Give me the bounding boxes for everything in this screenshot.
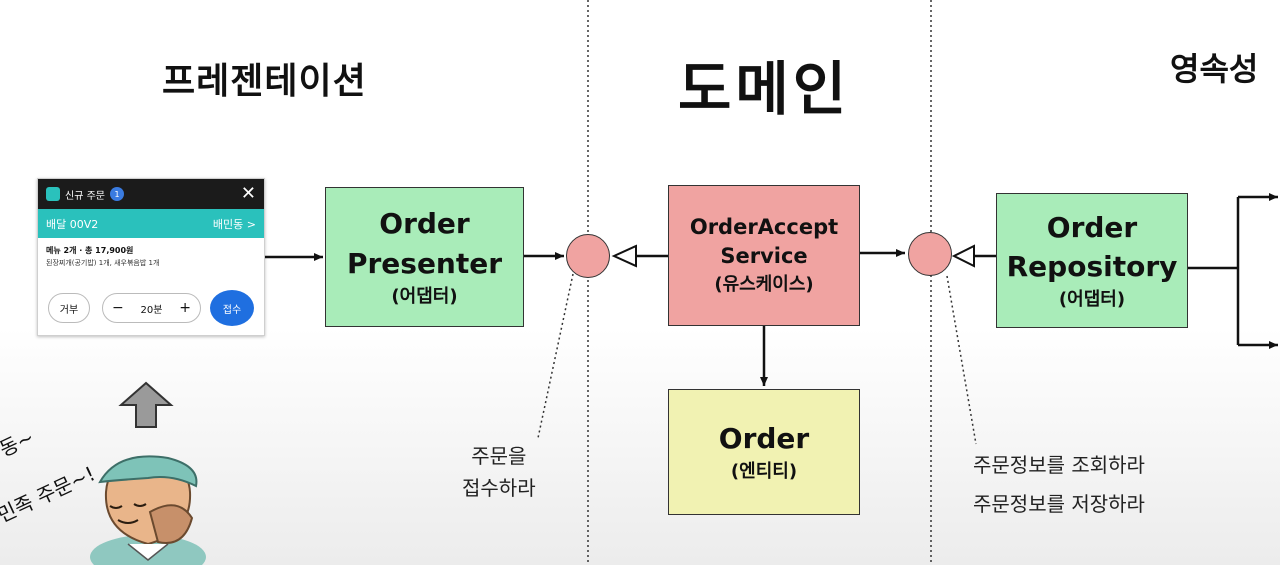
order-presenter-box: Order Presenter (어댑터): [325, 187, 524, 327]
accept-button[interactable]: 접수: [210, 290, 254, 326]
cook-time-stepper[interactable]: − 20분 +: [102, 293, 201, 323]
cook-time-value: 20분: [140, 304, 163, 316]
minus-button[interactable]: −: [112, 300, 124, 316]
repository-line1: Order: [1046, 210, 1138, 244]
new-order-card: 신규 주문 1 ✕ 배달 00V2 배민동 > 메뉴 2개 · 총 17,900…: [37, 178, 265, 336]
note-persist-line2: 주문정보를 저장하라: [973, 492, 1145, 516]
repository-role: (어댑터): [1058, 289, 1126, 311]
up-arrow-icon: [118, 381, 174, 428]
note-persist-order: 주문정보를 조회하라 주문정보를 저장하라: [973, 446, 1145, 524]
service-line2: Service: [720, 244, 808, 268]
entity-role: (엔티티): [730, 461, 798, 483]
app-link[interactable]: 배민동 >: [212, 217, 256, 231]
callout-line-persist: [946, 275, 977, 445]
input-port-circle: [566, 234, 610, 278]
note-accept-order: 주문을 접수하라: [462, 440, 536, 504]
callout-line-accept: [537, 273, 574, 439]
app-logo-icon: [46, 187, 60, 201]
entity-line1: Order: [718, 421, 810, 455]
service-line1: OrderAccept: [689, 214, 839, 239]
presentation-layer-title: 프레젠테이션: [162, 61, 367, 102]
persistence-layer-title: 영속성: [1170, 50, 1259, 88]
repository-line2: Repository: [1006, 250, 1178, 283]
order-count-badge: 1: [109, 187, 124, 201]
hollow-arrow-output-port: [951, 244, 975, 268]
output-port-circle: [908, 232, 952, 276]
presenter-line1: Order: [379, 207, 470, 241]
order-details: 메뉴 2개 · 총 17,900원 된장찌개(공기밥) 1개, 새우볶음밥 1개: [38, 238, 264, 268]
delivery-bar: 배달 00V2 배민동 >: [38, 209, 264, 238]
note-accept-line1: 주문을: [471, 444, 527, 468]
plus-button[interactable]: +: [179, 300, 191, 316]
card-header-title: 신규 주문: [65, 190, 105, 202]
note-persist-line1: 주문정보를 조회하라: [973, 453, 1145, 477]
order-summary: 메뉴 2개 · 총 17,900원: [46, 246, 134, 255]
presenter-line2: Presenter: [346, 246, 503, 280]
reject-button[interactable]: 거부: [48, 293, 90, 323]
service-role: (유스케이스): [714, 274, 814, 296]
mascot-character: [90, 455, 206, 565]
order-entity-box: Order (엔티티): [668, 389, 860, 515]
card-header: 신규 주문 1 ✕: [38, 179, 264, 209]
hollow-arrow-input-port: [611, 244, 637, 268]
close-icon[interactable]: ✕: [240, 183, 256, 204]
note-accept-line2: 접수하라: [462, 476, 536, 500]
order-repository-box: Order Repository (어댑터): [996, 193, 1188, 328]
order-items: 된장찌개(공기밥) 1개, 새우볶음밥 1개: [46, 259, 160, 267]
domain-layer-title: 도메인: [678, 55, 851, 123]
delivery-code: 배달 00V2: [46, 217, 99, 231]
order-accept-service-box: OrderAccept Service (유스케이스): [668, 185, 860, 326]
presenter-role: (어댑터): [391, 285, 458, 307]
